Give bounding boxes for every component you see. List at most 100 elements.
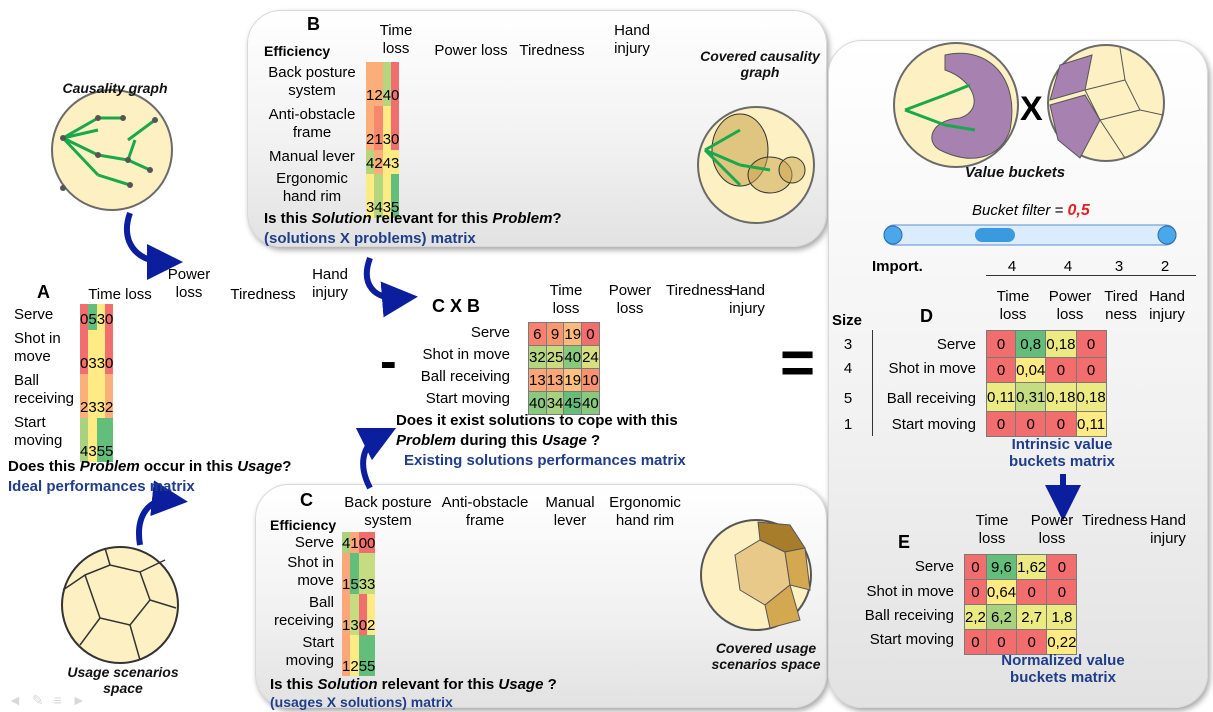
matrix-c-cell: 0 (358, 594, 368, 635)
matrix-d-size-0: 3 (843, 336, 853, 353)
matrix-a-cell: 2 (105, 374, 114, 418)
matrix-d-cell: 0,11 (1075, 411, 1107, 437)
matrix-b-cell: 4 (366, 150, 375, 174)
matrix-cxb-row-3: Start moving (425, 390, 510, 407)
matrix-c-cell: 4 (342, 532, 351, 553)
matrix-d-col-0: Time loss (996, 288, 1030, 323)
matrix-c-row-0: Serve (294, 534, 334, 551)
matrix-e-subtitle: Normalized value buckets matrix (1001, 652, 1125, 686)
matrix-cxb-cell: 40 (581, 391, 600, 415)
matrix-e-cell: 2,7 (1016, 604, 1048, 630)
matrix-cxb-row-1: Shot in move (422, 346, 510, 363)
matrix-c-cell: 5 (367, 635, 376, 676)
matrix-a-cell: 0 (80, 304, 89, 330)
matrix-c-cell: 0 (358, 532, 368, 553)
covered-usage-space-caption: Covered usage scenarios space (711, 640, 821, 672)
matrix-e-letter: E (898, 532, 911, 552)
prev-slide-icon[interactable]: ◄ (8, 692, 32, 708)
matrix-c-question: Is this Solution relevant for this Usage… (270, 676, 557, 693)
matrix-d-cell: 0,18 (1045, 382, 1077, 412)
matrix-b-row-0: Back posture system (268, 64, 356, 99)
matrix-d-cell: 0 (985, 357, 1017, 383)
size-divider (872, 330, 873, 436)
matrix-d-size-1: 4 (843, 360, 853, 377)
matrix-a-cell: 0 (80, 330, 89, 374)
matrix-d-import-3: 2 (1160, 258, 1170, 275)
matrix-e-col-0: Time loss (975, 512, 1009, 547)
matrix-a-cell: 3 (88, 418, 97, 462)
matrix-a-cell: 4 (80, 418, 89, 462)
matrix-c-cell: 0 (367, 532, 376, 553)
matrix-c-row-1: Shot in move (287, 554, 334, 589)
matrix-e-cell: 0 (964, 554, 987, 580)
matrix-a-cell: 5 (96, 418, 106, 462)
matrix-e-cell: 0 (964, 579, 987, 605)
matrix-b-cell: 3 (382, 174, 392, 218)
times-symbol: X (1020, 90, 1043, 128)
matrix-c-cell: 3 (350, 594, 359, 635)
matrix-b-corner: Efficiency (264, 43, 331, 59)
matrix-c-subtitle: (usages X solutions) matrix (270, 694, 453, 710)
matrix-cxb-subtitle: Existing solutions performances matrix (404, 452, 686, 469)
matrix-d-size-label: Size (832, 312, 863, 329)
matrix-a-col-1: Power loss (167, 266, 211, 301)
matrix-a-cell: 5 (105, 418, 114, 462)
matrix-b-col-1: Power loss (434, 42, 508, 59)
next-slide-icon[interactable]: ► (71, 692, 96, 708)
matrix-c-row-3: Start moving (285, 634, 334, 669)
usage-scenarios-space-caption: Usage scenarios space (67, 664, 179, 696)
matrix-d-size-2: 5 (843, 390, 853, 407)
matrix-d-row-0: Serve (936, 336, 976, 353)
matrix-c-cell: 1 (350, 532, 359, 553)
matrix-a-row-3: Start moving (14, 414, 63, 449)
matrix-a-cell: 3 (96, 330, 106, 374)
bucket-filter-value: 0,5 (1067, 202, 1090, 219)
bucket-filter-slider[interactable] (883, 224, 1177, 246)
matrix-d-subtitle: Intrinsic value buckets matrix (1009, 436, 1115, 470)
matrix-cxb-cell: 34 (545, 391, 565, 415)
matrix-cxb-cell: 24 (581, 345, 600, 369)
matrix-c-cell: 3 (358, 553, 368, 594)
matrix-d-import-1: 4 (1063, 258, 1073, 275)
matrix-cxb-col-0: Time loss (549, 282, 583, 317)
matrix-c-col-3: Ergonomic hand rim (609, 494, 681, 529)
matrix-d-col-2: Tired ness (1104, 288, 1138, 323)
matrix-a-cell: 0 (105, 304, 114, 330)
minus-symbol: - (380, 333, 397, 389)
arrow-c-to-cxb (355, 427, 397, 490)
matrix-e-cell: 0 (1016, 579, 1048, 605)
matrix-e-col-1: Power loss (1030, 512, 1074, 547)
slide-nav-controls[interactable]: ◄✎≡► (8, 692, 96, 709)
menu-icon[interactable]: ≡ (53, 692, 72, 708)
matrix-d-cell: 0 (1075, 330, 1107, 358)
matrix-b-cell: 0 (391, 106, 400, 150)
matrix-e-cell: 1,62 (1016, 554, 1048, 580)
causality-graph-icon (51, 89, 173, 211)
matrix-cxb-question-line1: Does it exist solutions to cope with thi… (396, 412, 678, 429)
matrix-d-cell: 0 (1045, 357, 1077, 383)
matrix-b-cell: 1 (366, 62, 375, 106)
matrix-cxb-cell: 25 (545, 345, 565, 369)
matrix-b-subtitle: (solutions X problems) matrix (264, 230, 476, 247)
equals-symbol: = (780, 329, 816, 396)
matrix-c-cell: 2 (350, 635, 359, 676)
matrix-d-cell: 0,18 (1075, 382, 1107, 412)
matrix-e-cell: 6,2 (985, 604, 1018, 630)
matrix-e-row-3: Start moving (869, 631, 954, 648)
matrix-a-cell: 3 (88, 330, 97, 374)
matrix-cxb-col-3: Hand injury (729, 282, 765, 317)
matrix-e-cell: 0 (964, 629, 987, 655)
matrix-cxb-cell: 13 (528, 368, 547, 392)
matrix-cxb-cell: 40 (528, 391, 547, 415)
matrix-b-cell: 3 (382, 106, 392, 150)
matrix-cxb-cell: 9 (545, 322, 565, 346)
matrix-cxb-col-1: Power loss (608, 282, 652, 317)
matrix-a-col-3: Hand injury (312, 266, 348, 301)
pen-icon[interactable]: ✎ (31, 692, 54, 708)
matrix-b-cell: 3 (366, 174, 375, 218)
matrix-c-corner: Efficiency (270, 517, 337, 533)
matrix-c-col-1: Anti-obstacle frame (441, 494, 529, 529)
matrix-c-cell: 1 (342, 635, 351, 676)
